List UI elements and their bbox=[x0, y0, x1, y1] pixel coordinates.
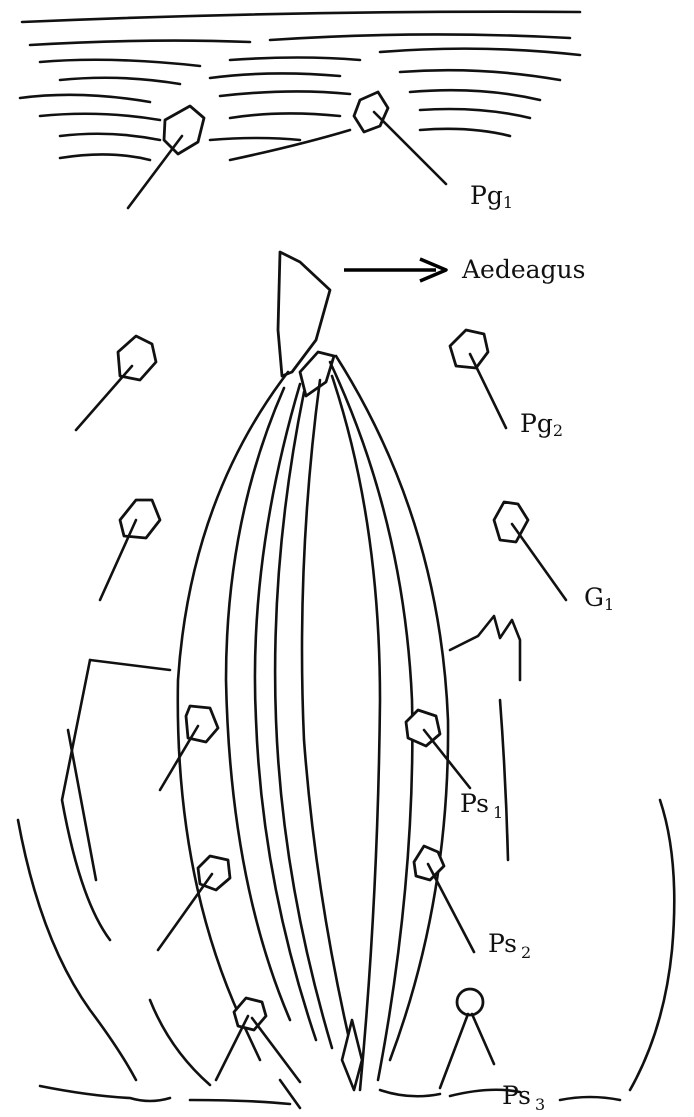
label-ps1: Ps1 bbox=[460, 789, 503, 822]
aedeagus-arrow bbox=[344, 259, 446, 281]
seta-ps2-right bbox=[414, 846, 474, 952]
label-ps3: Ps3 bbox=[502, 1081, 545, 1114]
seta-ps1-left bbox=[160, 706, 218, 790]
seta-g1-left bbox=[100, 500, 160, 600]
label-g1: G1 bbox=[584, 583, 614, 614]
outer-margins bbox=[18, 616, 674, 1108]
label-aedeagus: Aedeagus bbox=[461, 255, 586, 284]
seta-ps1-right bbox=[406, 710, 470, 788]
seta-g1-right bbox=[494, 502, 566, 600]
label-ps2: Ps2 bbox=[488, 929, 531, 962]
label-pg2: Pg2 bbox=[520, 409, 563, 440]
label-pg1: Pg1 bbox=[470, 181, 513, 212]
seta-pg1-right bbox=[354, 92, 446, 184]
seta-pg2-left bbox=[76, 336, 156, 430]
dorsal-striations bbox=[20, 12, 580, 160]
seta-pg2-right bbox=[450, 330, 506, 428]
seta-ps3-right bbox=[440, 989, 494, 1088]
